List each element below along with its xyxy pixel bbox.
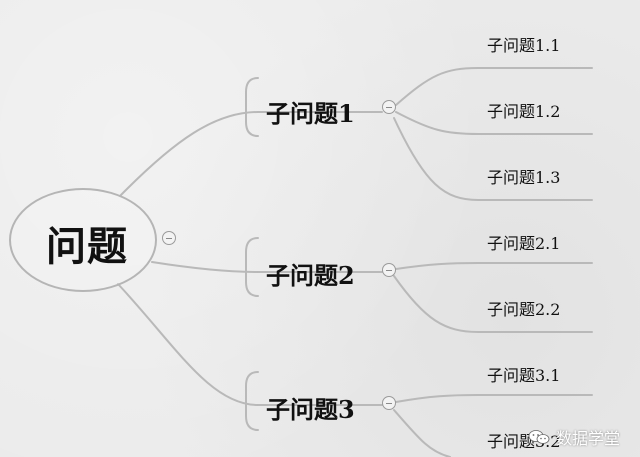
root-topic-label: 问题 — [46, 223, 128, 270]
connector-sub3-leaf1 — [395, 394, 593, 403]
connector-sub2-leaf2 — [393, 275, 593, 333]
subtopic-3-label[interactable]: 子问题3 — [266, 395, 355, 424]
leaf-1-3-label[interactable]: 子问题1.3 — [487, 168, 561, 187]
bracket-sub1 — [245, 77, 259, 137]
connector-sub3-leaf2 — [393, 409, 451, 457]
wechat-icon — [528, 429, 550, 445]
collapse-toggle-sub3[interactable] — [382, 396, 396, 410]
subtopic-1-label[interactable]: 子问题1 — [266, 99, 355, 128]
connector-sub1-leaf1 — [395, 67, 593, 106]
subtopic-2-label[interactable]: 子问题2 — [266, 261, 355, 290]
connector-sub1-leaf3 — [393, 117, 593, 201]
connector-root-sub1 — [119, 111, 259, 197]
leaf-1-2-label[interactable]: 子问题1.2 — [487, 102, 561, 121]
bracket-sub2 — [245, 237, 259, 297]
connector-sub1-leaf2 — [395, 111, 593, 135]
collapse-toggle-sub1[interactable] — [382, 100, 396, 114]
leaf-2-2-label[interactable]: 子问题2.2 — [487, 300, 561, 319]
bracket-sub3 — [245, 371, 259, 431]
leaf-2-1-label[interactable]: 子问题2.1 — [487, 234, 561, 253]
connector-root-sub2 — [151, 261, 259, 273]
leaf-1-1-label[interactable]: 子问题1.1 — [487, 36, 561, 55]
connector-sub2-leaf1 — [395, 262, 593, 270]
root-topic-bubble[interactable] — [9, 188, 157, 292]
collapse-toggle-sub2[interactable] — [382, 263, 396, 277]
leaf-3-1-label[interactable]: 子问题3.1 — [487, 366, 561, 385]
watermark-text: 数据学堂 — [556, 429, 621, 448]
watermark: 数据学堂 — [528, 425, 620, 449]
connector-root-sub3 — [117, 283, 259, 406]
collapse-toggle-root[interactable] — [162, 231, 176, 245]
